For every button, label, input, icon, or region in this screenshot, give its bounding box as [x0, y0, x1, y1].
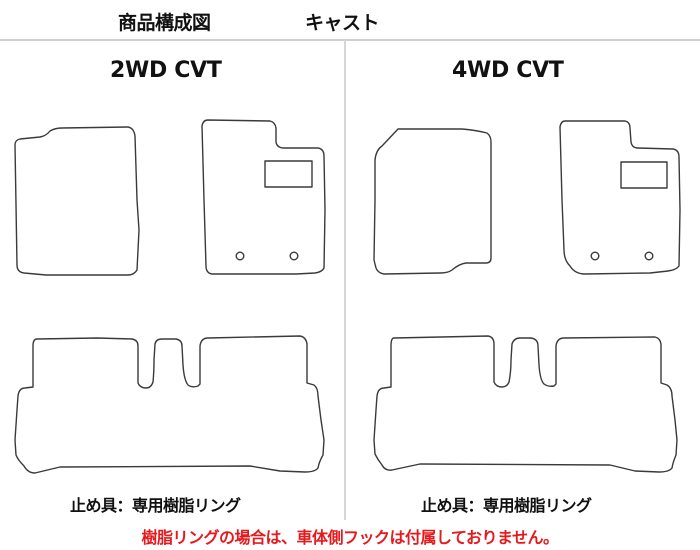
diagram-title: 商品構成図 [118, 12, 211, 34]
2wd-passenger-mat [201, 119, 326, 275]
4wd-passenger-mat-outline [559, 120, 681, 275]
4wd-pedal-cutout [620, 161, 668, 189]
hook-not-included-notice: 樹脂リングの場合は、車体側フックは付属しておりません。 [141, 528, 559, 547]
4wd-ring-hole-right [644, 251, 654, 261]
4wd-passenger-mat [559, 120, 681, 275]
fastener-note-4wd: 止め具：専用樹脂リング [421, 496, 592, 515]
header-divider [0, 39, 700, 41]
car-model-name: キャスト [305, 12, 380, 34]
fastener-note-2wd: 止め具：専用樹脂リング [70, 496, 241, 515]
4wd-driver-mat-outline [373, 128, 492, 275]
2wd-passenger-mat-outline [201, 119, 326, 275]
2wd-ring-hole-left [235, 251, 245, 261]
section-title-4wd: 4WD CVT [452, 58, 564, 83]
2wd-rear-mat-outline [14, 335, 325, 474]
4wd-rear-mat-outline [373, 335, 678, 473]
2wd-driver-mat-outline [14, 126, 140, 276]
2wd-ring-hole-right [289, 251, 299, 261]
2wd-pedal-cutout [264, 160, 313, 188]
4wd-ring-hole-left [590, 251, 600, 261]
section-divider [344, 40, 346, 520]
section-title-2wd: 2WD CVT [110, 58, 222, 83]
